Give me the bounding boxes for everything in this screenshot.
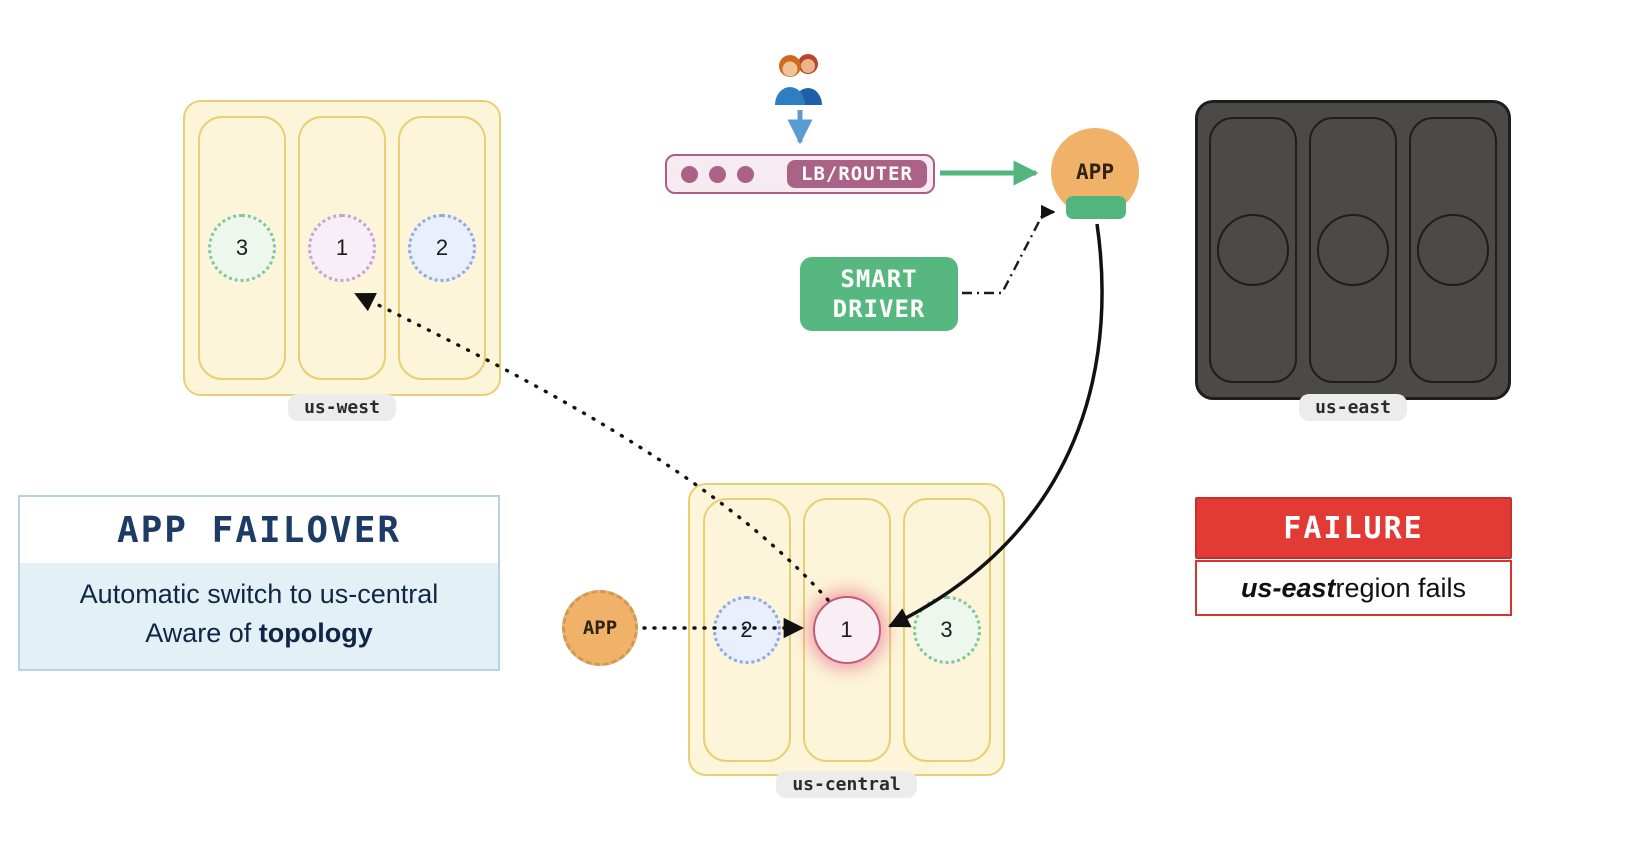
- region-label-wrap: us-east: [1195, 394, 1511, 421]
- region-label-wrap: us-central: [688, 771, 1005, 798]
- users-icon: [768, 48, 830, 111]
- load-balancer-box: LB/ROUTER: [665, 154, 935, 194]
- region-column: [1209, 117, 1297, 383]
- app-node-failover: APP: [562, 590, 638, 666]
- region-column: 1: [802, 497, 891, 762]
- region-column: 2: [702, 497, 791, 762]
- failure-region-name: us-east: [1240, 572, 1336, 603]
- region-column: [1309, 117, 1397, 383]
- region-column: 2: [398, 116, 486, 380]
- failure-text: region fails: [1335, 572, 1467, 603]
- lb-router-label: LB/ROUTER: [787, 160, 927, 188]
- app-failover-body: Automatic switch to us-central Aware of …: [20, 563, 498, 670]
- db-node-1: 1: [308, 214, 376, 282]
- smart-driver-box: SMART DRIVER: [800, 257, 958, 331]
- dead-node-circle: [1217, 214, 1289, 286]
- app-failover-title: APP FAILOVER: [116, 509, 402, 551]
- region-us-west: 3 1 2: [183, 100, 501, 396]
- app-failover-card: APP FAILOVER Automatic switch to us-cent…: [18, 495, 500, 672]
- failure-subtitle: us-east region fails: [1195, 560, 1512, 616]
- failover-line-2-bold: topology: [258, 618, 373, 649]
- failover-line-2-text: Aware of: [145, 618, 259, 649]
- region-us-central: 2 1 3: [688, 483, 1005, 776]
- region-column: 3: [198, 116, 286, 380]
- app-driver-port: [1066, 196, 1126, 219]
- region-label-us-west: us-west: [288, 394, 396, 421]
- region-label-us-central: us-central: [776, 771, 917, 798]
- db-node-2: 2: [712, 595, 781, 664]
- db-node-2: 2: [408, 214, 476, 282]
- lb-dot: [681, 165, 698, 183]
- failover-line-2: Aware of topology: [30, 614, 488, 653]
- failover-line-1: Automatic switch to us-central: [79, 579, 439, 609]
- region-column: 1: [298, 116, 386, 380]
- lb-dot: [709, 165, 726, 183]
- db-node-3: 3: [208, 214, 276, 282]
- db-node-1-primary: 1: [812, 595, 881, 664]
- db-node-3: 3: [912, 595, 981, 664]
- lb-dot: [737, 165, 754, 183]
- failure-title: FAILURE: [1195, 497, 1512, 559]
- region-column: [1409, 117, 1497, 383]
- dead-node-circle: [1417, 214, 1489, 286]
- smart-driver-connector: [962, 204, 1056, 295]
- region-label-wrap: us-west: [183, 394, 501, 421]
- region-column: 3: [902, 497, 991, 762]
- region-label-us-east: us-east: [1299, 394, 1407, 421]
- region-us-east-failed: [1195, 100, 1511, 400]
- dead-node-circle: [1317, 214, 1389, 286]
- failure-card: FAILURE us-east region fails: [1195, 497, 1512, 616]
